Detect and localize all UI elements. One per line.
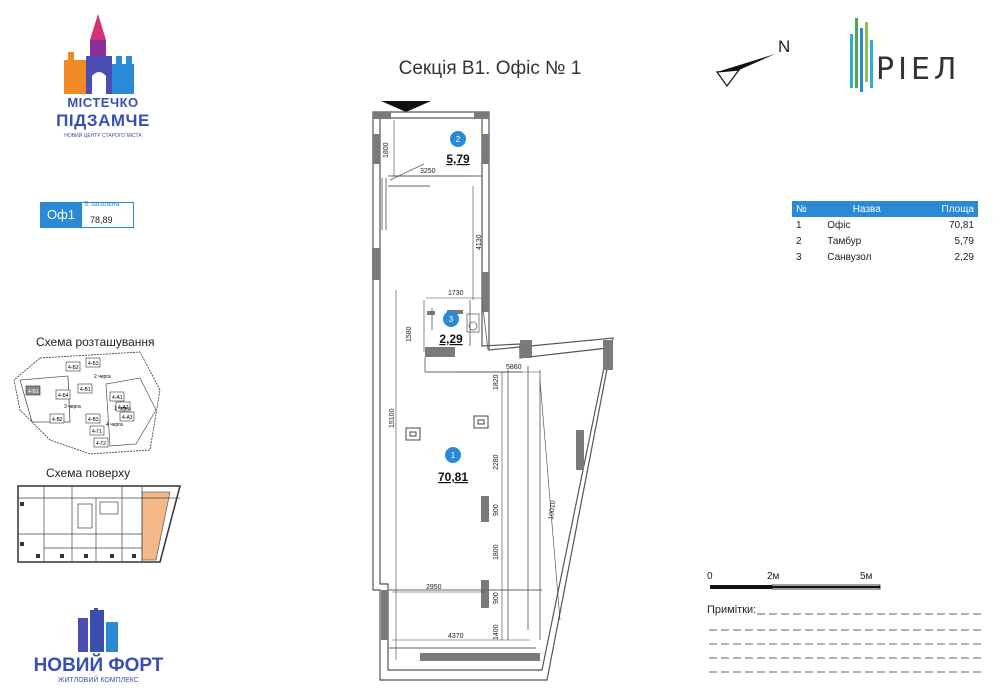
legend-header-area: Площа — [910, 201, 978, 217]
developer-logo-tagline: НОВИЙ ЦЕНТР СТАРОГО МІСТА — [64, 133, 142, 139]
scale-label: 2м — [767, 571, 780, 582]
scheme-label: 1 черга — [114, 406, 131, 412]
location-scheme-title: Схема розташування — [36, 335, 155, 349]
entrance-marker — [381, 101, 431, 112]
floor-scheme-title: Схема поверху — [46, 466, 131, 480]
north-arrow-icon — [715, 54, 775, 88]
unit-total-area-value: 78,89 — [90, 215, 113, 225]
room-number: 1 — [451, 451, 456, 460]
developer-logo-line1: МІСТЕЧКО — [67, 95, 139, 110]
legend-cell-area: 2,29 — [954, 251, 974, 263]
scheme-label: 4-Г1 — [92, 429, 102, 435]
legend-header-row: № Назва Площа — [792, 201, 978, 217]
scale-label: 0 — [707, 571, 713, 582]
room-legend-table: № Назва Площа 1 Офіс 70,81 2 Тамбур 5,79… — [792, 201, 978, 265]
room-number: 2 — [456, 135, 461, 144]
scheme-label: 3 черга — [64, 404, 81, 410]
scheme-label: 4-А3 — [122, 415, 133, 421]
developer-logo-line2: ПІДЗАМЧЕ — [56, 111, 150, 130]
unit-code-badge: Оф1 — [40, 202, 82, 228]
room-area: 70,81 — [438, 470, 468, 484]
scheme-label: 4-Г2 — [96, 441, 106, 447]
scheme-label: 4-Б3 — [88, 361, 99, 367]
legend-header-name: Назва — [823, 201, 911, 217]
dim-label: 1820 — [493, 374, 500, 390]
architect-logo-text: РІЕЛ — [876, 52, 961, 87]
room-area: 2,29 — [439, 332, 463, 346]
scheme-label: 2 черга — [94, 374, 111, 380]
floor-scheme — [14, 482, 184, 566]
notes-lines — [707, 600, 985, 680]
fort-icon — [78, 608, 118, 652]
scheme-label: 4-А1 — [112, 395, 123, 401]
scheme-label: 4-В2 — [52, 417, 63, 423]
highlighted-section — [25, 385, 41, 396]
room-number: 3 — [449, 315, 454, 324]
legend-cell-name: Офіс — [827, 219, 851, 231]
legend-row: 2 Тамбур 5,79 — [792, 233, 978, 249]
north-arrow — [715, 48, 777, 90]
complex-logo — [74, 608, 122, 654]
architect-logo — [848, 14, 878, 94]
dim-label: 5860 — [506, 364, 522, 371]
complex-logo-name: НОВИЙ ФОРТ — [33, 655, 164, 676]
dim-label: 1730 — [448, 290, 464, 297]
dim-label: 1580 — [406, 326, 413, 342]
legend-header-number: № — [792, 201, 824, 217]
scale-label: 5м — [860, 571, 873, 582]
legend-row: 1 Офіс 70,81 — [792, 217, 978, 233]
legend-cell-number: 3 — [796, 251, 802, 263]
north-label: N — [778, 37, 791, 56]
badge-frame — [82, 202, 134, 228]
toilet-fixture — [466, 313, 480, 333]
dim-label: 3250 — [420, 168, 436, 175]
legend-cell-number: 2 — [796, 235, 802, 247]
dim-label: 2280 — [493, 454, 500, 470]
room-marker-1: 1 70,81 — [438, 447, 468, 484]
castle-icon — [64, 14, 134, 94]
scheme-label: 4-Б4 — [58, 393, 69, 399]
scheme-label: 4-А2 — [118, 405, 129, 411]
room-area: 5,79 — [446, 152, 470, 166]
legend-cell-area: 5,79 — [954, 235, 974, 247]
architect-logo-icon — [850, 18, 873, 92]
dim-label: 1800 — [383, 142, 390, 158]
legend-row: 3 Санвузол 2,29 — [792, 249, 978, 265]
dim-label: 900 — [493, 592, 500, 604]
dim-label: 15100 — [389, 408, 396, 428]
legend-cell-number: 1 — [796, 219, 802, 231]
dim-label: 1400 — [493, 624, 500, 640]
scale-bar — [708, 580, 884, 592]
notes-label: Примітки: — [707, 604, 757, 616]
legend-cell-name: Тамбур — [827, 235, 862, 247]
scheme-label: 4-В3 — [88, 417, 99, 423]
floor-plan: 2 5,79 3 2,29 1 70,81 1800 3250 4130 173… — [360, 96, 630, 686]
dim-label: 1800 — [493, 544, 500, 560]
complex-logo-tagline: ЖИТЛОВИЙ КОМПЛЕКС — [58, 677, 139, 684]
dim-label: 900 — [493, 504, 500, 516]
legend-cell-area: 70,81 — [948, 219, 974, 231]
dim-label: 4370 — [448, 633, 464, 640]
dim-label: 4130 — [476, 234, 483, 250]
page-title: Секція В1. Офіс № 1 — [398, 58, 582, 79]
developer-logo — [60, 12, 140, 96]
scheme-label: 4-Б1 — [28, 389, 39, 395]
unit-total-area-label: S загальна — [84, 201, 120, 208]
room-marker-2: 2 5,79 — [446, 131, 470, 166]
room-marker-3: 3 2,29 — [439, 311, 463, 346]
legend-cell-name: Санвузол — [827, 251, 872, 263]
location-scheme: 4-Б1 4-Б2 4-Б3 4-Б4 4-В1 4-В2 4-В3 4-Г1 … — [10, 350, 170, 460]
dim-label: 2950 — [426, 584, 442, 591]
scheme-label: 4-В1 — [80, 387, 91, 393]
scheme-label: 4-Б2 — [68, 365, 79, 371]
scheme-label: 4 черга — [106, 422, 123, 428]
dim-label: 10010 — [548, 500, 557, 520]
